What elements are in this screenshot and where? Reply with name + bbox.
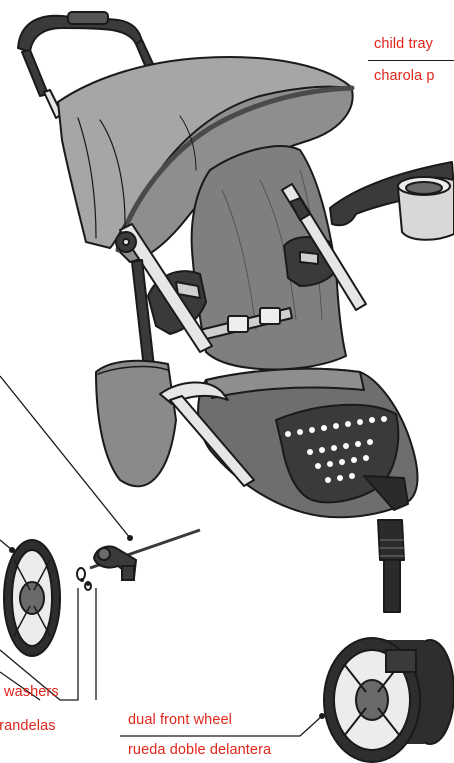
washers-label-en: washers: [4, 684, 59, 700]
dual-front-wheel-label-es: rueda doble delantera: [128, 742, 271, 758]
axle-part: [90, 530, 200, 580]
child-tray-label-en: child tray: [374, 36, 433, 52]
stroller-illustration: [18, 12, 418, 612]
washers-label-es: arandelas: [0, 718, 56, 734]
washer-part: [77, 568, 91, 590]
child-tray-rule: [368, 60, 454, 61]
basket: [96, 361, 176, 487]
dual-front-wheel: [324, 638, 454, 762]
handlebar-grip: [68, 12, 108, 24]
child-tray-label-es: charola p: [374, 68, 435, 84]
rear-wheel: [4, 540, 60, 656]
child-tray-illustration: [330, 162, 454, 240]
dual-front-wheel-label-en: dual front wheel: [128, 712, 232, 728]
